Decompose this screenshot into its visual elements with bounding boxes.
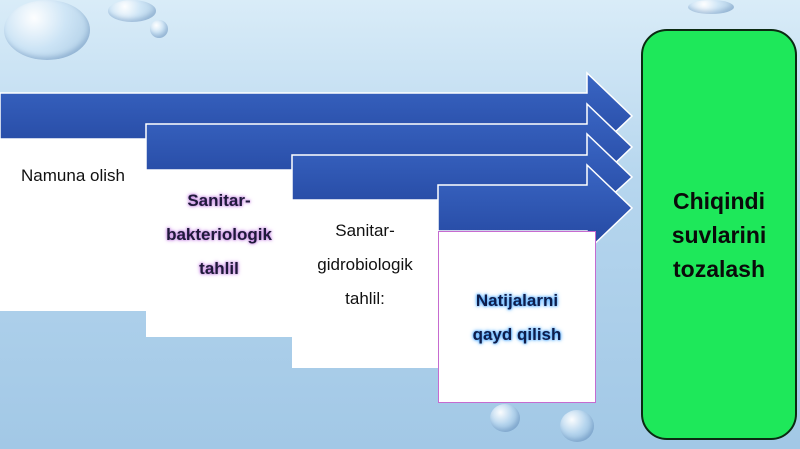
final-label-line: tozalash — [672, 255, 766, 282]
step-label-line: bakteriologik — [166, 225, 272, 244]
step-label-line: Sanitar- — [187, 191, 251, 210]
final-label-line: Chiqindi — [673, 187, 765, 214]
step-label-line: Natijalarni — [475, 291, 559, 310]
step-box-sampling: Namuna olish — [0, 139, 146, 311]
step-label-line: Namuna olish — [21, 166, 125, 185]
water-drop-decoration — [560, 410, 594, 442]
water-drop-decoration — [490, 404, 520, 432]
water-drop-decoration — [150, 20, 168, 38]
step-label-line: tahlil: — [345, 289, 385, 308]
step-label-line: tahlil — [199, 259, 239, 278]
final-step-wastewater-treatment: Chiqindi suvlarini tozalash — [641, 29, 797, 440]
step-box-record-results: Natijalarni qayd qilish — [438, 231, 596, 403]
step-label-line: qayd qilish — [472, 325, 562, 344]
step-label-line: Sanitar- — [335, 221, 395, 240]
step-box-bacteriological: Sanitar- bakteriologik tahlil — [146, 170, 292, 337]
water-drop-decoration — [108, 0, 156, 22]
water-drop-decoration — [4, 0, 90, 60]
step-label-line: gidrobiologik — [317, 255, 413, 274]
water-drop-decoration — [688, 0, 734, 14]
step-box-hydrobiological: Sanitar- gidrobiologik tahlil: — [292, 200, 438, 368]
final-label-line: suvlarini — [671, 221, 767, 248]
